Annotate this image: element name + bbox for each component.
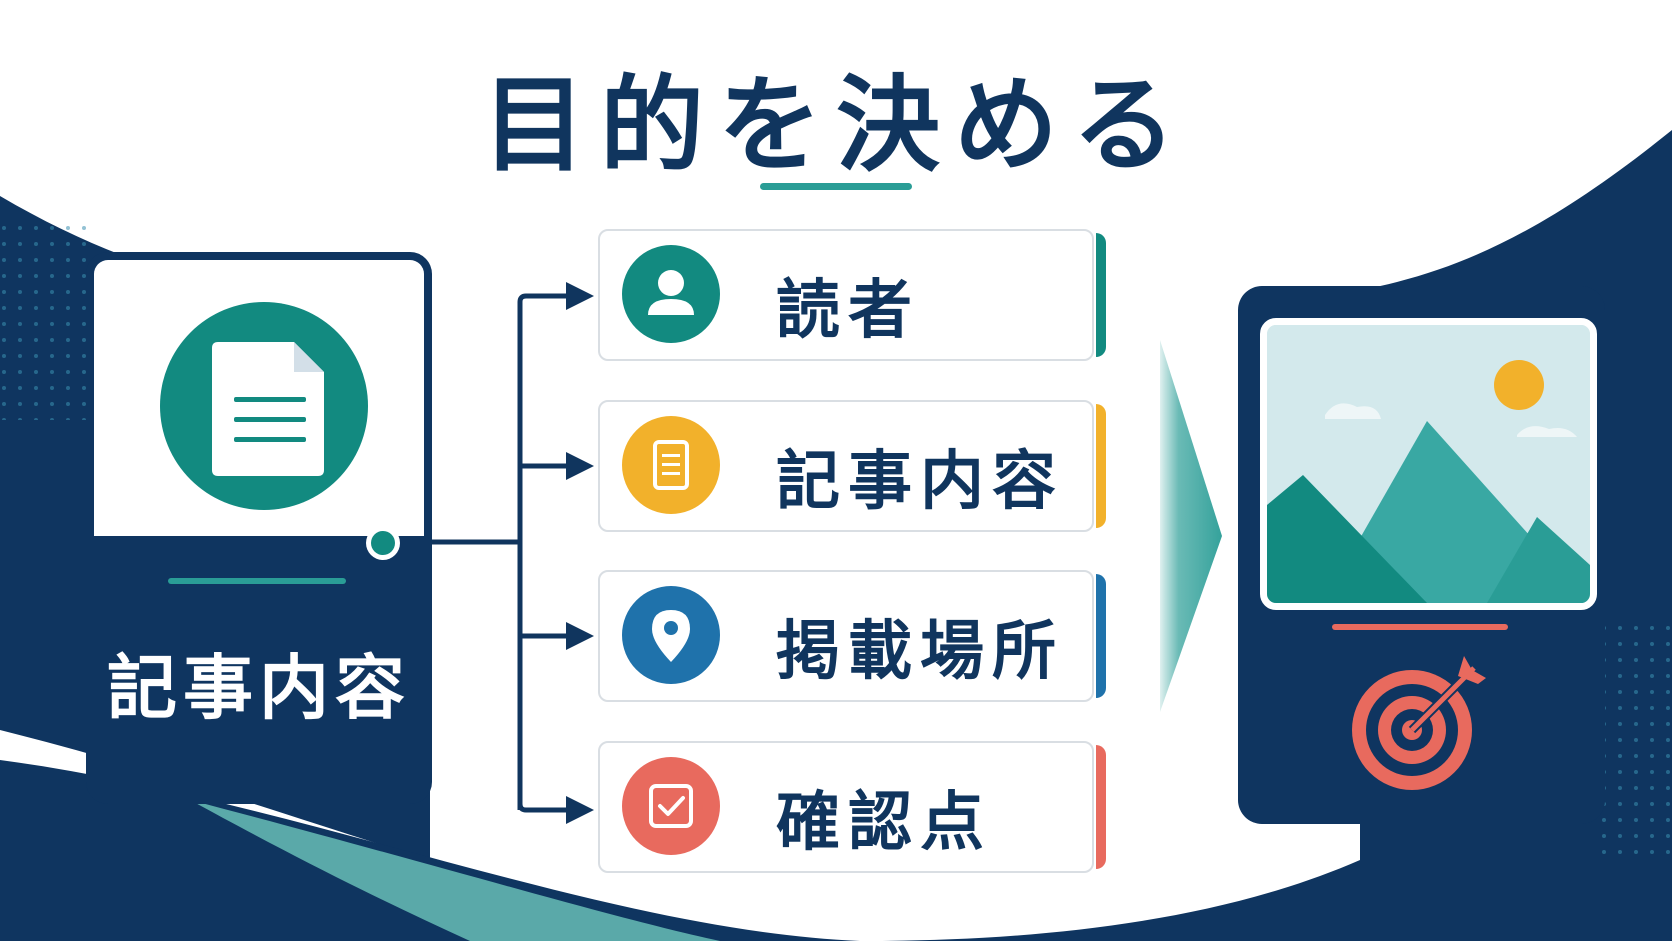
source-card-label: 記事内容 — [107, 647, 411, 729]
flow-arrow — [1160, 340, 1222, 712]
bottom-teal-sweep — [190, 800, 720, 941]
list-item-checkpoints: 確認点 — [598, 741, 1108, 873]
location-pin-icon — [622, 586, 720, 684]
document-icon — [622, 416, 720, 514]
checkbox-icon — [622, 757, 720, 855]
target-arrow-icon — [1346, 646, 1496, 800]
item-label: 確認点 — [776, 786, 992, 860]
left-dot-pattern — [0, 220, 90, 420]
item-label: 読者 — [776, 274, 920, 348]
bottom-background-band — [0, 760, 860, 941]
list-item-placement: 掲載場所 — [598, 570, 1108, 702]
connector-arrowheads — [566, 282, 594, 824]
user-icon — [622, 245, 720, 343]
list-item-content: 記事内容 — [598, 400, 1108, 532]
connector-node — [366, 526, 400, 560]
item-label: 掲載場所 — [776, 615, 1064, 689]
landscape-image-icon — [1260, 318, 1597, 610]
title-underline — [760, 183, 912, 190]
source-card-divider — [168, 578, 346, 584]
result-card — [1238, 286, 1605, 824]
source-card-top — [94, 260, 424, 536]
item-label: 記事内容 — [776, 445, 1064, 519]
source-card: 記事内容 — [86, 252, 432, 804]
right-dot-pattern — [1600, 620, 1672, 860]
result-card-divider — [1332, 624, 1508, 630]
page-title: 目的を決める — [481, 64, 1190, 186]
list-item-reader: 読者 — [598, 229, 1108, 361]
document-icon — [160, 302, 368, 510]
